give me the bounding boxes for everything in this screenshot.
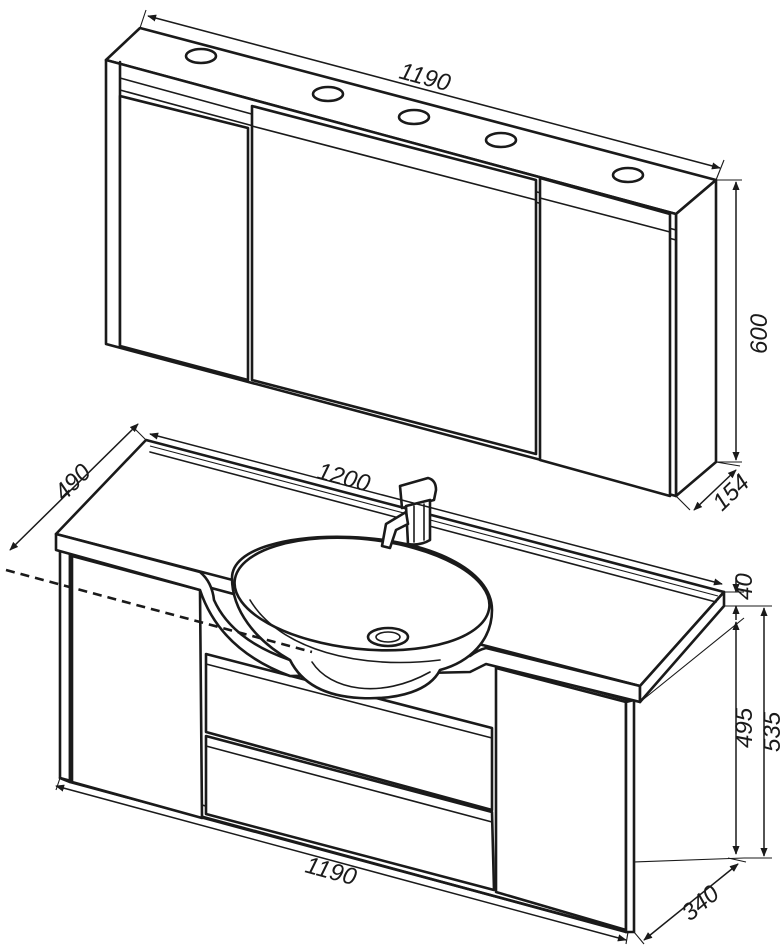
dimension-base-depth: 340 [633,857,747,945]
drain-icon [366,626,410,648]
vanity-right-side [624,698,636,934]
dimension-total-height: 535 [744,605,784,859]
label-base-depth: 340 [677,880,726,927]
label-countertop-thickness: 40 [731,573,758,600]
label-cabinet-depth: 154 [707,469,755,516]
dimension-countertop-thickness: 40 [639,573,758,703]
cabinet-right-door [538,176,672,498]
dimension-cabinet-height: 600 [716,179,773,463]
label-base-height: 495 [731,707,758,748]
label-cabinet-height: 600 [746,313,773,354]
mirror-cabinet [104,26,718,498]
vanity-unit [54,438,726,934]
dimension-base-height: 495 [633,621,758,863]
vanity-left-side [58,546,72,784]
cabinet-side-face [674,178,718,498]
depth-projection-line [5,568,313,654]
cabinet-left-door [118,94,250,382]
label-cabinet-width: 1190 [396,58,453,98]
vanity-right-door [494,666,628,932]
label-total-height: 535 [759,711,784,752]
vanity-left-door [70,554,204,820]
